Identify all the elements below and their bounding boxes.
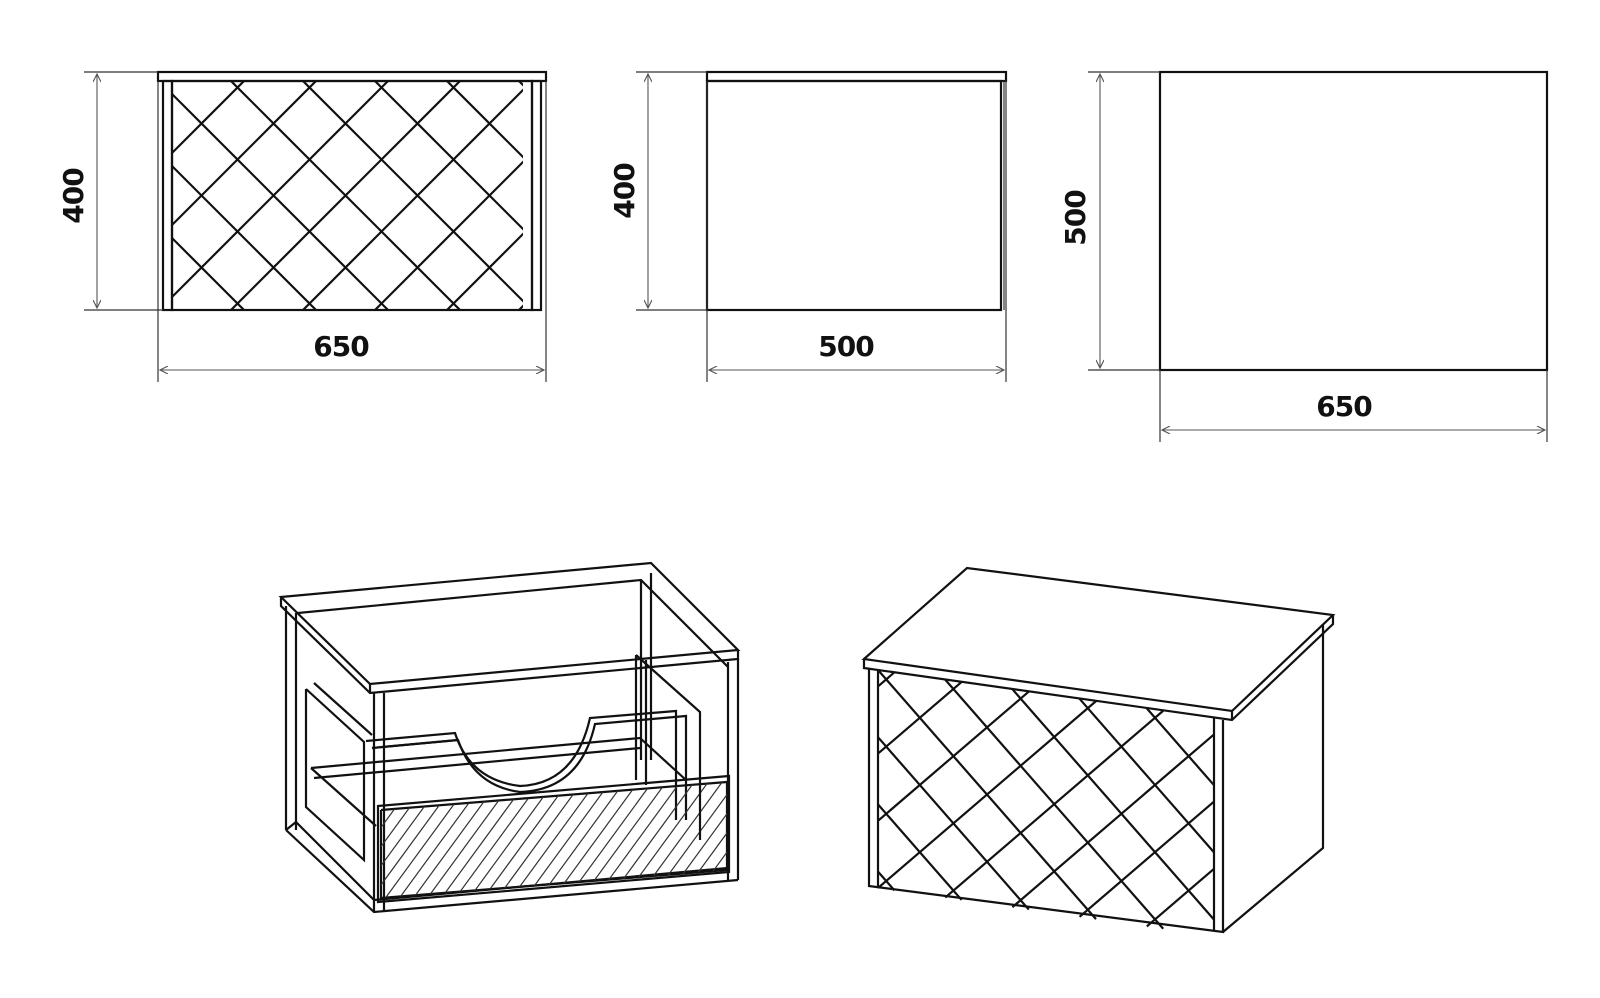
pattern-line xyxy=(1011,733,1215,909)
isometric-wireframe-view xyxy=(278,561,885,914)
pattern-line xyxy=(776,770,871,900)
pattern-line xyxy=(381,782,438,898)
isometric-solid-view xyxy=(861,566,1336,934)
pattern-line xyxy=(565,782,662,898)
pattern-line xyxy=(1078,800,1215,918)
pattern-line xyxy=(374,160,523,310)
side-width-dimension: 500 xyxy=(706,81,1007,382)
pattern-line xyxy=(397,782,494,898)
pattern-line xyxy=(734,770,829,900)
pattern-line xyxy=(446,232,523,310)
pattern-line xyxy=(607,782,704,898)
pattern-line xyxy=(230,82,461,310)
pattern-line xyxy=(635,782,727,898)
pattern-line xyxy=(172,82,245,155)
pattern-line xyxy=(663,81,892,310)
front-door-panel xyxy=(170,79,534,312)
pattern-line xyxy=(735,81,964,310)
side-height-dimension: 400 xyxy=(608,71,707,311)
pattern-line xyxy=(944,709,1164,899)
pattern-line xyxy=(551,782,648,898)
front-width-label: 650 xyxy=(313,330,369,363)
side-view: 400 500 xyxy=(608,70,1008,382)
pattern-line xyxy=(446,82,523,159)
pattern-line xyxy=(1145,707,1215,786)
pattern-line xyxy=(381,782,410,898)
pattern-line xyxy=(383,782,480,898)
front-view: 400 650 xyxy=(57,70,964,382)
pattern-line xyxy=(579,782,676,898)
pattern-line xyxy=(1078,698,1215,854)
front-top-board xyxy=(156,70,548,83)
side-height-label: 400 xyxy=(608,163,641,219)
pattern-line xyxy=(877,700,1097,889)
pattern-line xyxy=(439,782,536,898)
pattern-line xyxy=(663,81,892,310)
top-depth-dimension: 500 xyxy=(1059,71,1160,371)
drawer-front-panel xyxy=(376,774,731,904)
pattern-line xyxy=(172,236,245,310)
front-height-label: 400 xyxy=(57,168,90,224)
top-view: 500 650 xyxy=(1059,70,1549,442)
pattern-line xyxy=(381,782,452,898)
pattern-line xyxy=(1011,688,1215,921)
side-width-label: 500 xyxy=(818,330,874,363)
pattern-line xyxy=(735,81,964,310)
pattern-line xyxy=(411,782,508,898)
pattern-line xyxy=(172,82,317,227)
pattern-line xyxy=(1146,867,1215,928)
front-right-panel xyxy=(530,79,543,312)
front-left-panel xyxy=(161,79,174,312)
pattern-line xyxy=(691,782,727,898)
pattern-line xyxy=(172,82,389,299)
side-top-board xyxy=(705,70,1008,83)
top-depth-label: 500 xyxy=(1059,190,1092,246)
front-height-dimension: 400 xyxy=(57,71,163,311)
top-width-label: 650 xyxy=(1316,390,1372,423)
solid-front-lattice-pattern xyxy=(877,669,1215,930)
top-view-outline xyxy=(1158,70,1549,372)
side-body xyxy=(705,79,1003,312)
pattern-line xyxy=(467,782,564,898)
front-lattice-pattern xyxy=(172,81,964,310)
pattern-line xyxy=(762,770,857,900)
pattern-line xyxy=(381,782,424,898)
pattern-line xyxy=(790,770,885,900)
pattern-line xyxy=(593,782,690,898)
pattern-line xyxy=(663,782,727,898)
front-width-dimension: 650 xyxy=(157,81,547,382)
pattern-line xyxy=(302,88,523,310)
top-width-dimension: 650 xyxy=(1159,370,1548,442)
pattern-line xyxy=(748,770,843,900)
pattern-line xyxy=(537,782,634,898)
